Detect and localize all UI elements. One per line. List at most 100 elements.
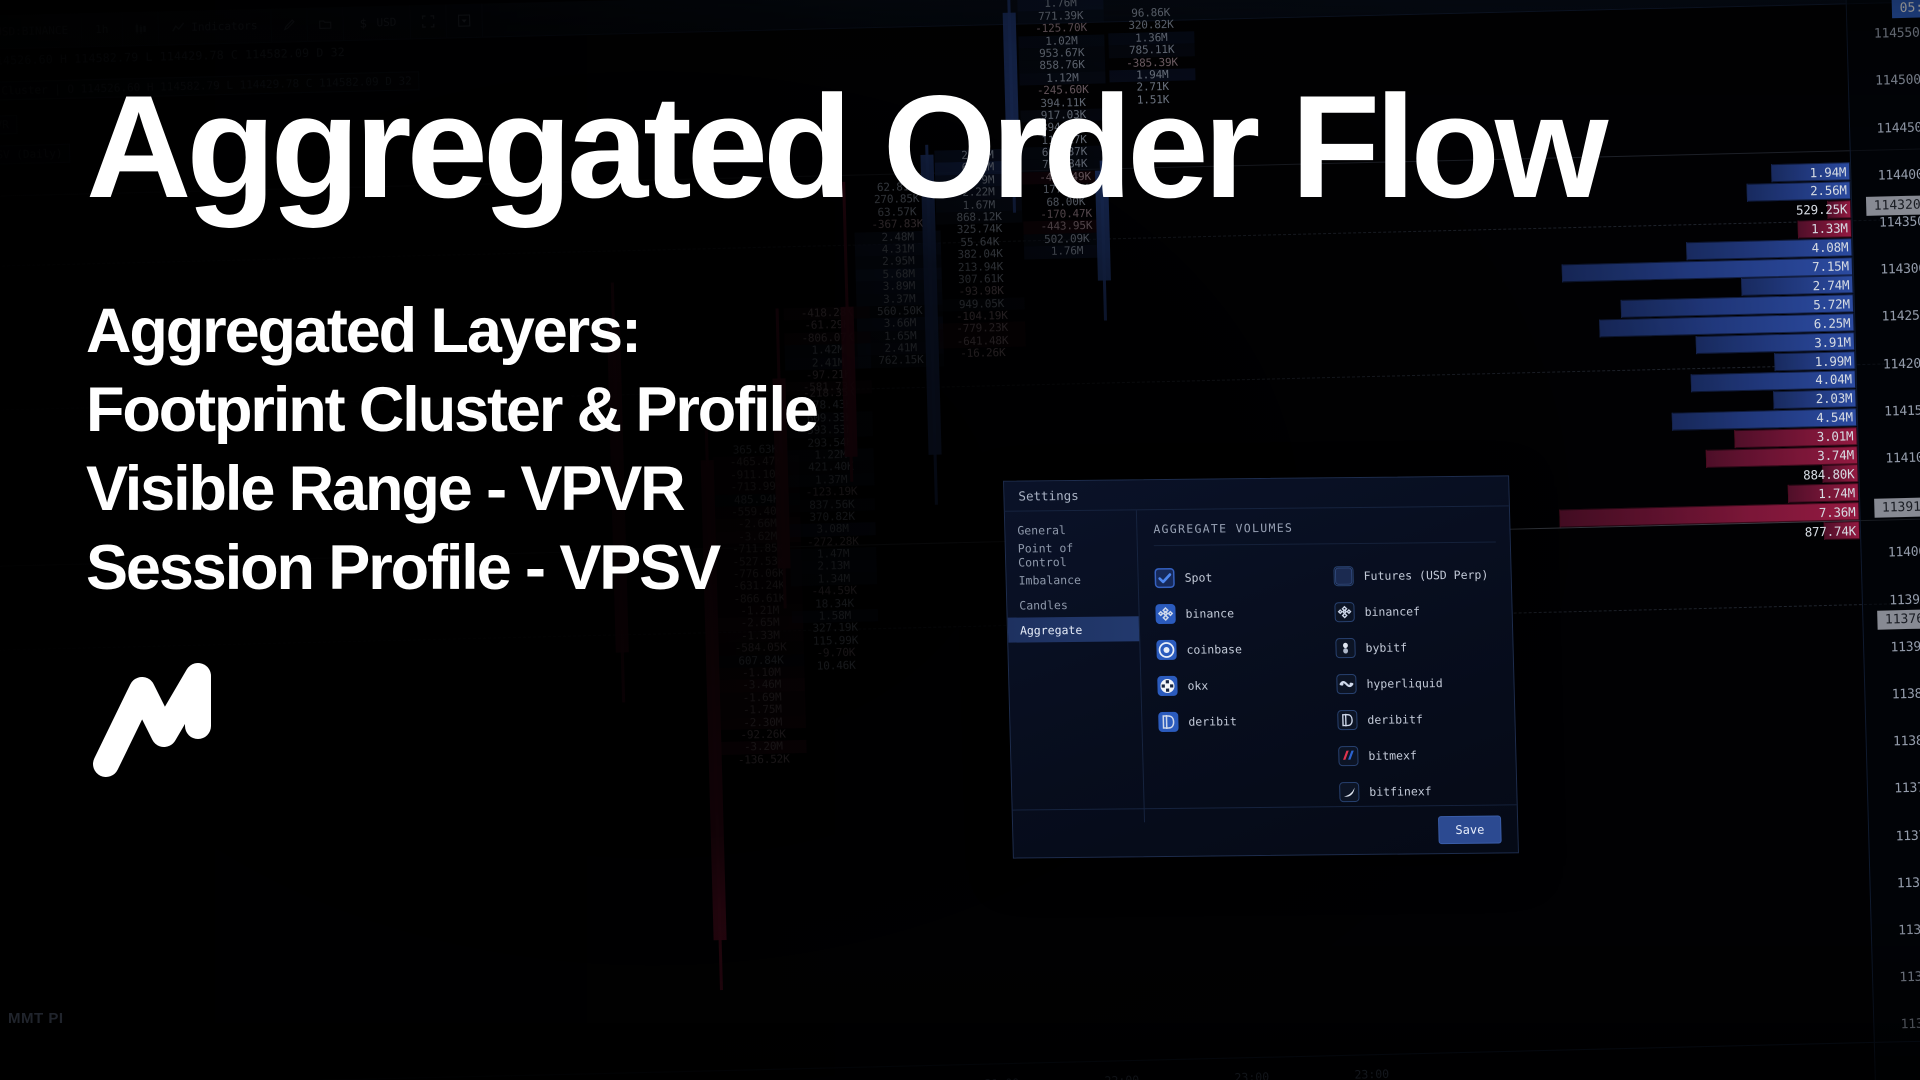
volume-profile-label: 529.25K: [1795, 201, 1848, 218]
price-tick: 114450.00: [1876, 119, 1920, 137]
deribit-icon[interactable]: [1158, 711, 1179, 733]
bybit-icon[interactable]: [1335, 638, 1356, 659]
price-tick: 113600.00: [1897, 921, 1920, 939]
checkbox-checked-icon[interactable]: [1154, 567, 1175, 589]
exchange-label: okx: [1187, 678, 1209, 693]
time-tick: 23:00: [1354, 1066, 1390, 1080]
settings-nav-candles[interactable]: Candles: [1007, 591, 1139, 617]
bitmex-icon[interactable]: [1338, 745, 1359, 767]
subtitle-line-1: Aggregated Layers:: [86, 296, 642, 366]
exchange-row-bitmexf[interactable]: bitmexf: [1338, 736, 1502, 774]
volume-profile-label: 3.01M: [1816, 428, 1854, 445]
currency-label: USD: [376, 15, 397, 30]
price-tick: 114400.00: [1877, 166, 1920, 184]
volume-profile-label: 4.08M: [1811, 239, 1849, 256]
symbol-selector[interactable]: BTC/USD:BINANCE: [0, 12, 83, 50]
fullscreen-button[interactable]: [409, 4, 447, 39]
settings-dialog[interactable]: Settings General Point of Control Imbala…: [1003, 475, 1519, 859]
exchange-label: deribit: [1188, 714, 1238, 729]
pencil-icon: [282, 18, 295, 31]
volume-profile-row: 877.74K: [1804, 521, 1861, 541]
price-tick: 114200.00: [1882, 355, 1920, 373]
volume-profile-row: 1.94M: [1770, 162, 1851, 183]
exchange-label: bitfinexf: [1369, 784, 1432, 799]
volume-profile-label: 7.36M: [1818, 503, 1856, 520]
folder-icon: [318, 17, 332, 30]
okx-icon[interactable]: [1157, 675, 1178, 697]
timeframe-selector[interactable]: 1h: [81, 11, 123, 47]
settings-nav-imbalance[interactable]: Imbalance: [1006, 566, 1138, 592]
exchange-label: Spot: [1184, 570, 1213, 585]
currency-button[interactable]: $ USD: [343, 4, 411, 41]
exchange-row-spot[interactable]: Spot: [1154, 558, 1318, 596]
settings-nav[interactable]: General Point of Control Imbalance Candl…: [1004, 510, 1146, 824]
price-tick: 113550.00: [1899, 968, 1920, 986]
spot-exchange-column: Spot binance coinbase okx deribit: [1154, 558, 1324, 812]
footprint-cell: -16.26K: [960, 346, 1006, 361]
price-tick: 114350.00: [1878, 213, 1920, 231]
candles-icon: [133, 22, 146, 35]
price-tick: 114100.00: [1885, 449, 1920, 467]
coinbase-icon[interactable]: [1156, 639, 1177, 661]
binance-icon[interactable]: [1155, 603, 1176, 625]
folder-button[interactable]: [307, 6, 344, 42]
indicators-button[interactable]: Indicators: [157, 8, 273, 46]
price-tick: 113500.00: [1900, 1015, 1920, 1033]
price-tick: 113800.00: [1892, 732, 1920, 750]
line-chart-icon: [171, 21, 184, 34]
volume-profile-label: 884.80K: [1802, 466, 1855, 483]
volume-profile-label: 1.74M: [1818, 485, 1856, 501]
exchange-row-deribitf[interactable]: deribitf: [1337, 700, 1501, 738]
exchange-label: bybitf: [1365, 640, 1408, 655]
subtitle-line-2: Footprint Cluster & Profile: [86, 375, 819, 445]
exchange-row-coinbase[interactable]: coinbase: [1156, 630, 1320, 668]
draw-tool-button[interactable]: [271, 7, 308, 43]
exchange-row-futures-usd-perp[interactable]: Futures (USD Perp): [1333, 557, 1497, 595]
exchange-row-deribit[interactable]: deribit: [1158, 702, 1322, 740]
legend-vpsv[interactable]: VPSV (Daily): [0, 143, 71, 166]
settings-footer: Save: [1012, 804, 1518, 858]
settings-nav-point-of-control[interactable]: Point of Control: [1006, 540, 1138, 569]
settings-nav-aggregate[interactable]: Aggregate: [1007, 616, 1140, 643]
time-tick: 23:00: [1234, 1069, 1270, 1080]
price-tick: 114500.00: [1874, 72, 1920, 90]
exchange-label: binancef: [1364, 604, 1421, 619]
volume-profile-label: 1.33M: [1810, 220, 1848, 237]
price-badge: 113760.00: [1876, 608, 1920, 630]
exchange-row-hyperliquid[interactable]: hyperliquid: [1336, 665, 1500, 703]
price-tick: 114550.00: [1873, 25, 1920, 42]
deribit-icon[interactable]: [1337, 709, 1358, 731]
futures-exchange-column: Futures (USD Perp) binancef bybitf hyperliq…: [1333, 557, 1503, 811]
legend-vpvr[interactable]: VPVR: [0, 115, 18, 136]
exchange-label: binance: [1185, 606, 1235, 621]
exchange-row-binance[interactable]: binance: [1155, 594, 1319, 632]
price-tick: 113950.00: [1889, 591, 1920, 609]
subtitle-line-3: Visible Range - VPVR: [86, 454, 686, 524]
volume-profile-row: 1.99M: [1774, 351, 1856, 372]
indicators-label: Indicators: [191, 19, 258, 34]
svg-text:$: $: [359, 16, 367, 29]
hyperliquid-icon[interactable]: [1336, 674, 1357, 695]
price-tick: 114250.00: [1881, 308, 1920, 325]
exchange-row-okx[interactable]: okx: [1157, 666, 1321, 704]
exchange-label: bitmexf: [1368, 748, 1418, 763]
volume-profile-label: 5.72M: [1812, 296, 1851, 313]
binance-icon[interactable]: [1334, 602, 1355, 623]
nav-label: Candles: [1019, 597, 1068, 613]
price-tick: 113850.00: [1891, 685, 1920, 703]
settings-nav-general[interactable]: General: [1005, 516, 1137, 542]
exchange-label: Futures (USD Perp): [1363, 567, 1489, 583]
bitfinex-icon[interactable]: [1339, 781, 1360, 803]
price-tick: 113650.00: [1896, 874, 1920, 892]
settings-body: General Point of Control Imbalance Candl…: [1004, 506, 1517, 824]
checkbox-unchecked-icon[interactable]: [1333, 566, 1354, 587]
exchange-row-bybitf[interactable]: bybitf: [1335, 629, 1499, 667]
more-menu-button[interactable]: [445, 3, 483, 39]
exchange-label: coinbase: [1186, 642, 1243, 657]
timeframe-label: 1h: [94, 22, 109, 37]
volume-profile-label: 877.74K: [1804, 522, 1857, 540]
chart-type-button[interactable]: [121, 11, 159, 46]
save-button[interactable]: Save: [1438, 814, 1502, 844]
exchange-row-binancef[interactable]: binancef: [1334, 593, 1498, 631]
